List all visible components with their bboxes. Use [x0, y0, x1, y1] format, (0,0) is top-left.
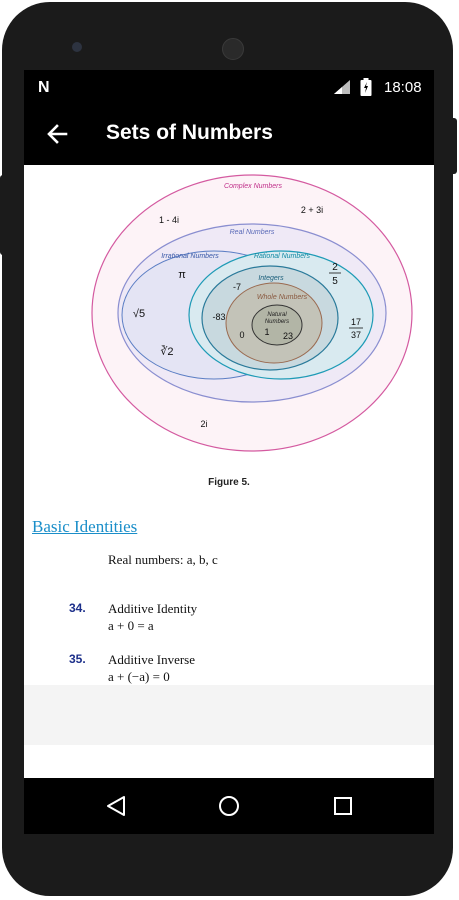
- back-arrow-icon[interactable]: [44, 121, 70, 147]
- item-number: 35.: [69, 652, 86, 666]
- page-title: Sets of Numbers: [106, 121, 273, 144]
- figure-caption: Figure 5.: [208, 477, 250, 488]
- status-time: 18:08: [384, 79, 422, 96]
- example-pi: π: [178, 269, 186, 281]
- section-subtitle: Real numbers: a, b, c: [108, 552, 218, 567]
- example-frac-17-num: 17: [351, 317, 361, 327]
- screen: N 18:08 Sets of Numbers Complex Numbers …: [24, 70, 434, 778]
- item-title: Additive Inverse: [108, 652, 196, 667]
- earpiece-grille: [222, 38, 244, 60]
- side-button: [452, 118, 457, 174]
- nav-home-icon[interactable]: [215, 792, 243, 820]
- nav-back-icon[interactable]: [102, 792, 130, 820]
- example-1-minus-4i: 1 - 4i: [159, 215, 179, 225]
- irrational-numbers-label: Irrational Numbers: [161, 253, 219, 260]
- rational-numbers-label: Rational Numbers: [254, 253, 311, 260]
- example-2i: 2i: [200, 419, 207, 429]
- status-bar: N 18:08: [24, 70, 434, 105]
- content-area: Complex Numbers Real Numbers Irrational …: [24, 165, 434, 745]
- volume-button: [0, 175, 4, 255]
- example-frac-2-den: 5: [332, 276, 338, 287]
- whole-numbers-label: Whole Numbers: [257, 294, 308, 301]
- notification-icon: N: [38, 79, 50, 96]
- example-minus-7: -7: [233, 282, 241, 292]
- natural-numbers-label-2: Numbers: [265, 319, 289, 325]
- complex-numbers-label: Complex Numbers: [224, 183, 282, 190]
- natural-numbers-label-1: Natural: [267, 312, 287, 318]
- integers-label: Integers: [258, 275, 284, 282]
- example-2-plus-3i: 2 + 3i: [301, 205, 323, 215]
- example-frac-37-den: 37: [351, 330, 361, 340]
- signal-icon: [334, 80, 350, 94]
- front-camera: [72, 42, 82, 52]
- example-sqrt5: √5: [133, 308, 145, 320]
- battery-icon: [360, 78, 372, 96]
- item-number: 34.: [69, 601, 86, 615]
- example-0: 0: [239, 330, 244, 340]
- content-footer: [24, 685, 434, 745]
- item-formula: a + 0 = a: [108, 618, 154, 633]
- example-1: 1: [264, 327, 269, 337]
- app-bar: Sets of Numbers: [24, 105, 434, 165]
- nav-recents-icon[interactable]: [329, 792, 357, 820]
- example-frac-2-num: 2: [332, 262, 338, 273]
- item-formula: a + (−a) = 0: [108, 669, 170, 684]
- section-heading-link[interactable]: Basic Identities: [32, 517, 138, 536]
- number-sets-diagram: Complex Numbers Real Numbers Irrational …: [91, 174, 413, 452]
- example-cbrt2: ∛2: [160, 345, 173, 358]
- example-minus-83: -83: [212, 312, 225, 322]
- navigation-bar: [24, 778, 434, 834]
- natural-numbers-set: [251, 304, 303, 346]
- real-numbers-label: Real Numbers: [230, 229, 275, 236]
- example-23: 23: [283, 331, 293, 341]
- item-title: Additive Identity: [108, 601, 198, 616]
